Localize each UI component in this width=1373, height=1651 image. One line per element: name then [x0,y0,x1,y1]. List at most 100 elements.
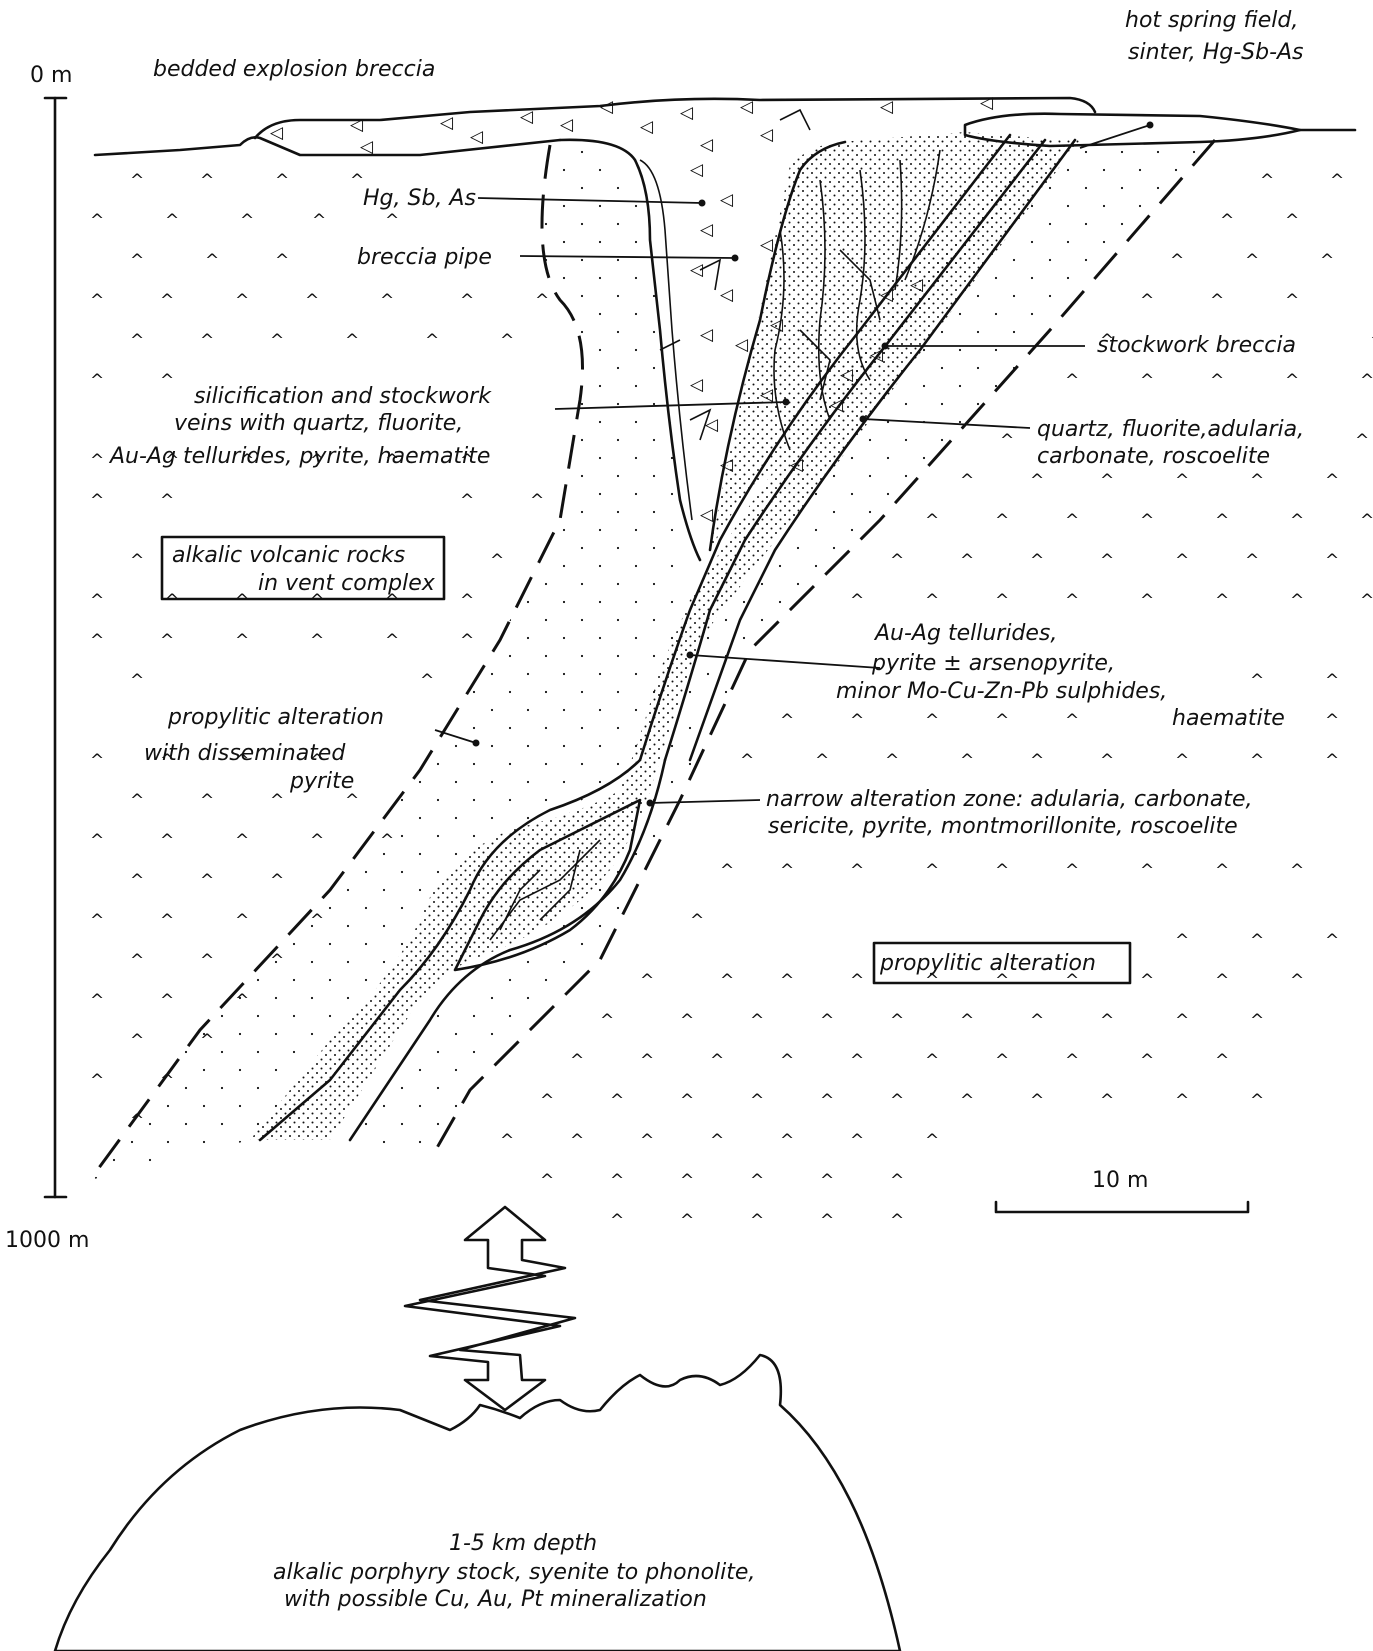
scale-bar: 10 m [996,1168,1248,1212]
volcanic-symbol: ^ [1100,1011,1114,1031]
volcanic-symbol: ^ [1360,591,1373,611]
volcanic-symbol: ^ [1030,751,1044,771]
volcanic-symbol: ^ [160,991,174,1011]
volcanic-symbol: ^ [1140,511,1154,531]
volcanic-symbol: ^ [1320,251,1334,271]
breccia-clast-symbol: ◁ [735,335,749,355]
volcanic-symbol: ^ [385,631,399,651]
volcanic-symbol: ^ [490,551,504,571]
volcanic-symbol: ^ [1175,1011,1189,1031]
volcanic-symbol: ^ [160,831,174,851]
breccia-clast-symbol: ◁ [600,97,614,117]
breccia-clast-symbol: ◁ [640,117,654,137]
breccia-clast-symbol: ◁ [720,285,734,305]
label-silicification-2: veins with quartz, fluorite, [174,411,463,436]
volcanic-symbol: ^ [1285,291,1299,311]
volcanic-symbol: ^ [90,371,104,391]
volcanic-symbol: ^ [890,551,904,571]
volcanic-symbol: ^ [640,971,654,991]
breccia-clast-symbol: ◁ [880,97,894,117]
volcanic-symbol: ^ [90,631,104,651]
volcanic-symbol: ^ [820,1011,834,1031]
volcanic-symbol: ^ [890,1211,904,1231]
volcanic-symbol: ^ [1100,1091,1114,1111]
breccia-clast-symbol: ◁ [440,113,454,133]
volcanic-symbol: ^ [850,591,864,611]
volcanic-symbol: ^ [90,831,104,851]
volcanic-symbol: ^ [780,1131,794,1151]
volcanic-symbol: ^ [1360,371,1373,391]
volcanic-symbol: ^ [235,291,249,311]
breccia-clast-symbol: ◁ [270,123,284,143]
label-quartz-2: carbonate, roscoelite [1037,444,1270,469]
breccia-clast-symbol: ◁ [790,455,804,475]
volcanic-symbol: ^ [1285,211,1299,231]
volcanic-symbol: ^ [235,831,249,851]
volcanic-symbol: ^ [780,711,794,731]
volcanic-symbol: ^ [535,291,549,311]
volcanic-symbol: ^ [1065,711,1079,731]
volcanic-symbol: ^ [1245,251,1259,271]
volcanic-symbol: ^ [1175,471,1189,491]
volcanic-symbol: ^ [1175,931,1189,951]
label-propylitic-alteration: propylitic alteration [879,951,1096,976]
label-stock-2: alkalic porphyry stock, syenite to phono… [273,1560,755,1585]
volcanic-symbol: ^ [90,291,104,311]
volcanic-symbol: ^ [130,791,144,811]
volcanic-symbol: ^ [850,1131,864,1151]
volcanic-symbol: ^ [310,631,324,651]
label-hot-spring-2: sinter, Hg-Sb-As [1128,40,1304,65]
volcanic-symbol: ^ [530,491,544,511]
breccia-clast-symbol: ◁ [980,93,994,113]
volcanic-symbol: ^ [815,751,829,771]
volcanic-symbol: ^ [1065,1051,1079,1071]
volcanic-symbol: ^ [1210,291,1224,311]
breccia-clast-symbol: ◁ [830,395,844,415]
volcanic-symbol: ^ [425,331,439,351]
volcanic-symbol: ^ [1330,171,1344,191]
volcanic-symbol: ^ [680,1091,694,1111]
volcanic-symbol: ^ [1325,751,1339,771]
volcanic-symbol: ^ [1215,591,1229,611]
breccia-clast-symbol: ◁ [870,345,884,365]
volcanic-symbol: ^ [160,291,174,311]
volcanic-symbol: ^ [925,1131,939,1151]
volcanic-symbol: ^ [850,971,864,991]
volcanic-symbol: ^ [690,911,704,931]
volcanic-symbol: ^ [160,491,174,511]
label-hot-spring-1: hot spring field, [1125,8,1298,33]
volcanic-symbol: ^ [130,871,144,891]
volcanic-symbol: ^ [710,1051,724,1071]
depth-bottom-label: 1000 m [5,1228,89,1253]
volcanic-symbol: ^ [995,1051,1009,1071]
volcanic-symbol: ^ [1140,371,1154,391]
volcanic-symbol: ^ [1285,371,1299,391]
breccia-clast-symbol: ◁ [690,160,704,180]
volcanic-symbol: ^ [312,211,326,231]
volcanic-symbol: ^ [925,1051,939,1071]
volcanic-symbol: ^ [680,1211,694,1231]
volcanic-symbol: ^ [850,1051,864,1071]
volcanic-symbol: ^ [750,1171,764,1191]
volcanic-symbol: ^ [570,1051,584,1071]
volcanic-symbol: ^ [720,971,734,991]
volcanic-symbol: ^ [385,211,399,231]
label-propylitic-dissem-3: pyrite [289,769,354,794]
volcanic-symbol: ^ [160,631,174,651]
label-propylitic-dissem-1: propylitic alteration [167,705,384,730]
volcanic-symbol: ^ [130,551,144,571]
breccia-clast-symbol: ◁ [880,285,894,305]
volcanic-symbol: ^ [890,1091,904,1111]
volcanic-symbol: ^ [960,1091,974,1111]
volcanic-symbol: ^ [640,1051,654,1071]
volcanic-symbol: ^ [540,1171,554,1191]
volcanic-symbol: ^ [1290,971,1304,991]
volcanic-symbol: ^ [600,1011,614,1031]
breccia-clast-symbol: ◁ [760,125,774,145]
label-hg-sb-as: Hg, Sb, As [363,186,476,211]
volcanic-symbol: ^ [1250,751,1264,771]
volcanic-symbol: ^ [960,471,974,491]
volcanic-symbol: ^ [610,1171,624,1191]
volcanic-symbol: ^ [90,991,104,1011]
volcanic-symbol: ^ [850,861,864,881]
